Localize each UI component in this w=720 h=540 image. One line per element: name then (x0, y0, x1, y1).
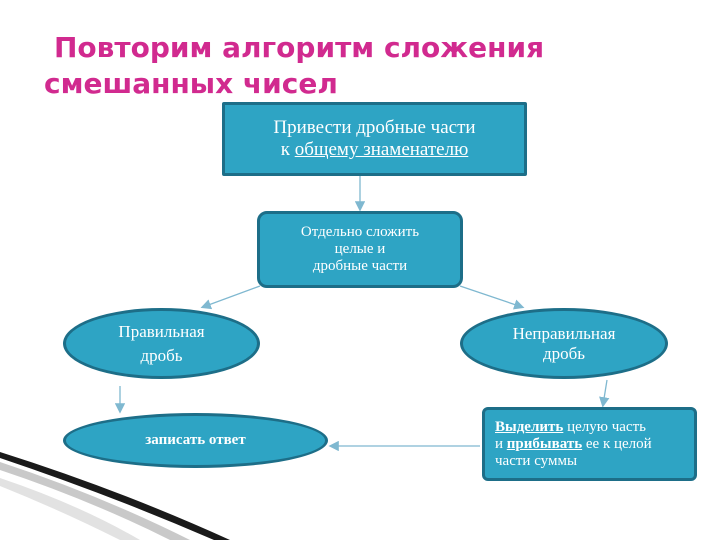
extract-word-2: прибывать (506, 435, 583, 452)
proper-line-1: Правильная (118, 321, 205, 341)
arrow-improper-to-extract (599, 379, 610, 408)
step-align-denominators: Привести дробные части к общему знаменат… (222, 102, 527, 176)
improper-line-1: Неправильная (512, 323, 616, 343)
step2-line-3: дробные части (312, 258, 408, 274)
step-add-separately: Отдельно сложить целые и дробные части (257, 211, 463, 288)
improper-line-2: дробь (542, 343, 586, 363)
extract-word-1: Выделить (495, 418, 564, 435)
answer-label: записать ответ (145, 432, 246, 448)
arrow-step2-to-proper (200, 285, 261, 310)
write-answer-node: записать ответ (63, 413, 328, 468)
step2-line-1: Отдельно сложить (300, 224, 420, 240)
step1-underlined: общему знаменателю (294, 139, 469, 160)
extract-whole-part-node: Выделить целую часть и прибывать ее к це… (482, 407, 697, 481)
title-line-2: смешанных чисел (44, 67, 338, 100)
step2-line-2: целые и (334, 241, 386, 257)
proper-line-2: дробь (140, 345, 183, 365)
improper-fraction-node: Неправильная дробь (460, 308, 668, 379)
proper-fraction-node: Правильная дробь (63, 308, 260, 379)
page-title: Повторим алгоритм сложения смешанных чис… (44, 30, 644, 102)
extract-text-1: целую часть (563, 418, 646, 435)
step1-prefix: к (280, 139, 295, 160)
extract-line-3: части суммы (495, 452, 578, 469)
extract-text-2a: и (495, 435, 507, 452)
arrow-step2-to-improper (459, 285, 525, 310)
extract-text-2b: ее к целой (582, 435, 652, 452)
step1-line-1: Привести дробные части (273, 117, 476, 138)
title-line-1: Повторим алгоритм сложения (54, 31, 545, 64)
